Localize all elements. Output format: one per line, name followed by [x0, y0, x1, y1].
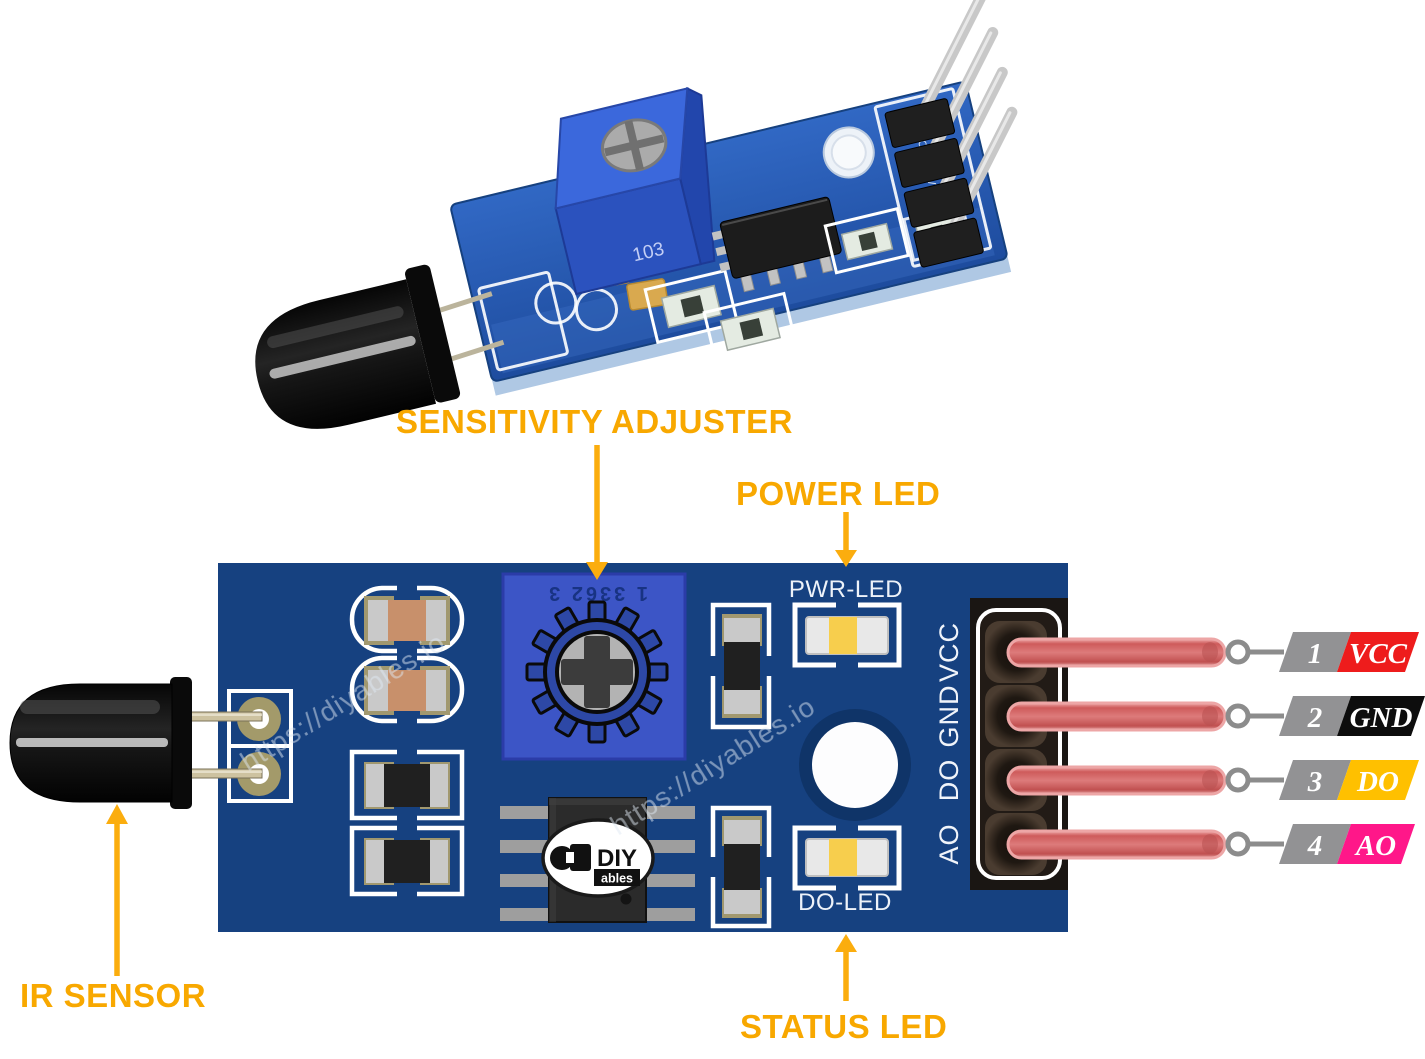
pin-number: 2 — [1307, 702, 1323, 734]
ic-chip: DIY ables — [500, 797, 695, 923]
smd-resistors-middle — [708, 602, 774, 929]
diagram-board: 1 3362 3 — [9, 563, 1227, 932]
pin-label: AO — [1354, 830, 1396, 862]
pin-label: GND — [1350, 702, 1413, 734]
power-led-label: POWER LED — [736, 475, 941, 512]
power-led-indicator: PWR-LED — [789, 576, 903, 670]
smd-capacitors — [349, 584, 465, 725]
status-led-label: STATUS LED — [740, 1008, 948, 1045]
pin-tags: 1 VCC 2 GND 3 DO 4 AO — [1279, 632, 1425, 864]
pin-label: VCC — [1349, 638, 1408, 670]
pin-tag-vcc: 1 VCC — [1279, 632, 1419, 672]
pin-tag-gnd: 2 GND — [1279, 696, 1425, 736]
sensitivity-pot: 1 3362 3 — [501, 572, 687, 761]
ir-sensor-diagram — [9, 677, 263, 809]
pwr-led-silkscreen-text: PWR-LED — [789, 576, 903, 603]
mounting-hole — [799, 709, 911, 821]
do-led-silkscreen-text: DO-LED — [798, 889, 892, 916]
callout-arrows — [106, 445, 857, 1001]
header-pins — [1006, 637, 1227, 860]
photo-resistors — [643, 268, 799, 367]
pin-label: DO — [1356, 766, 1399, 798]
photo-ir-led — [255, 264, 505, 429]
pin-number: 3 — [1307, 766, 1323, 798]
pin-name-gnd: GND — [934, 685, 964, 748]
logo-ables-text: ables — [601, 872, 633, 886]
module-photo: 103 AO DO GND V — [255, 0, 1018, 429]
pin-connectors — [1225, 639, 1284, 857]
ir-sensor-label: IR SENSOR — [20, 977, 207, 1014]
status-led-indicator: DO-LED — [792, 823, 902, 916]
photo-trimpot: 103 — [554, 86, 716, 296]
pin-name-vcc: VCC — [934, 622, 964, 682]
photo-pin-header — [873, 0, 1018, 268]
pot-gear — [525, 600, 669, 744]
pot-marking-text: 1 3362 3 — [546, 582, 648, 604]
pin-name-labels: VCC GND DO AO — [934, 622, 964, 865]
pin-tag-ao: 4 AO — [1279, 824, 1415, 864]
diyables-logo: DIY ables — [541, 818, 655, 898]
pin-name-ao: AO — [934, 823, 964, 864]
pin-name-do: DO — [934, 759, 964, 802]
pin-number: 4 — [1307, 830, 1323, 862]
pin-tag-do: 3 DO — [1279, 760, 1419, 800]
smd-resistors-left — [349, 748, 465, 898]
logo-diy-text: DIY — [597, 845, 637, 872]
photo-ic-chip — [711, 196, 842, 293]
pin-number: 1 — [1308, 638, 1323, 670]
sensitivity-adjuster-label: SENSITIVITY ADJUSTER — [396, 403, 793, 440]
